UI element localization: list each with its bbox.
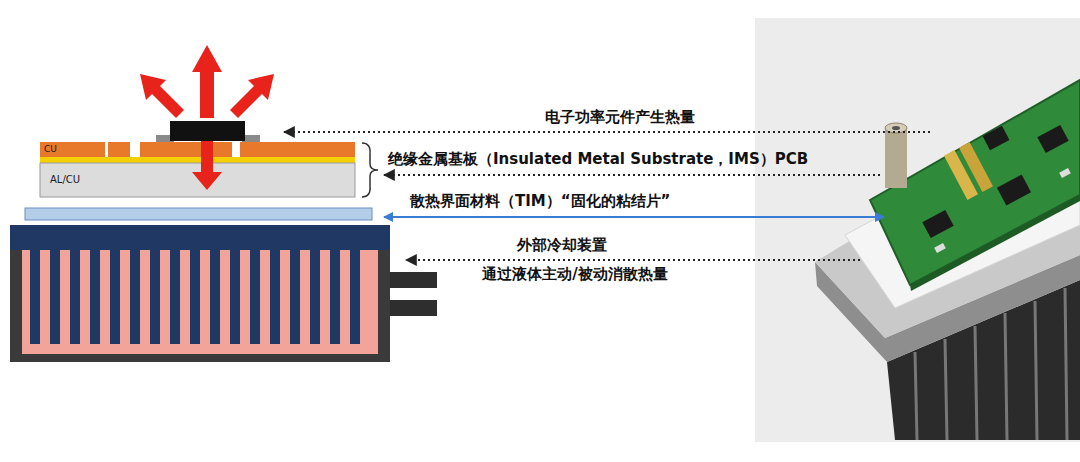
fin (170, 250, 180, 344)
fin (330, 250, 340, 344)
fin (90, 250, 100, 344)
screw-hole (892, 126, 900, 130)
leader-arrow (384, 216, 884, 218)
heat-arrow-right (230, 74, 274, 118)
dielectric-layer (40, 157, 355, 163)
component (1037, 125, 1068, 153)
fin (110, 250, 120, 344)
fin (310, 250, 320, 344)
fin (50, 250, 60, 344)
layer-label: CU (44, 142, 57, 157)
fin (250, 250, 260, 344)
copper-trace (140, 142, 232, 157)
fin (270, 250, 280, 344)
heat-arrows (140, 45, 274, 118)
fin (30, 250, 40, 344)
cooler-plate (10, 225, 390, 250)
leader-arrow (284, 131, 930, 133)
callout-label: 通过液体主动/被动消散热量 (482, 265, 667, 283)
copper-trace (240, 142, 355, 157)
fin-line (915, 352, 917, 440)
fin (230, 250, 240, 344)
fin (190, 250, 200, 344)
layer-label: AL/CU (50, 163, 80, 197)
component (922, 210, 953, 238)
screw-body (885, 128, 907, 188)
photo-background (755, 18, 1080, 442)
callout-label: 散热界面材料（TIM）“固化的粘结片” (410, 192, 670, 210)
fin-line (1035, 301, 1037, 440)
component (983, 126, 1010, 150)
pcb-components (922, 125, 1071, 253)
leader-arrow (406, 259, 860, 261)
tim-layer (25, 208, 372, 220)
heatsink-top (815, 100, 1080, 338)
brace (362, 143, 378, 197)
fin (350, 250, 360, 344)
cooler-fins (30, 250, 360, 344)
cooler-frame (10, 225, 390, 362)
heat-arrow-down (192, 141, 222, 190)
power-chip (170, 121, 245, 141)
leader-arrow (384, 174, 880, 176)
pcb-edge (910, 195, 1080, 291)
fin-line (1065, 288, 1067, 440)
fin (70, 250, 80, 344)
copper-trace (108, 142, 130, 157)
copper-layer: CU (40, 142, 105, 157)
component (1059, 168, 1071, 178)
metal-base (40, 163, 355, 197)
callout-label: 电子功率元件产生热量 (545, 108, 695, 126)
heat-arrow-left (140, 74, 184, 118)
metal-base-layer: AL/CU (40, 163, 355, 197)
heat-arrow-up (192, 45, 222, 118)
fin-line (975, 326, 977, 440)
coolant-channel (22, 250, 378, 354)
component (997, 175, 1031, 206)
fin-line (945, 339, 947, 440)
coolant-pipe (390, 272, 437, 288)
pin-header (959, 142, 993, 192)
callout-label: 外部冷却装置 (517, 236, 607, 254)
component (934, 243, 946, 253)
fin-line (1005, 313, 1007, 440)
fin (290, 250, 300, 344)
fin (150, 250, 160, 344)
coolant-pipe (390, 300, 437, 316)
callout-label: 绝缘金属基板（Insulated Metal Substrate，IMS）PCB (388, 150, 808, 168)
fin (130, 250, 140, 344)
fin (210, 250, 220, 344)
